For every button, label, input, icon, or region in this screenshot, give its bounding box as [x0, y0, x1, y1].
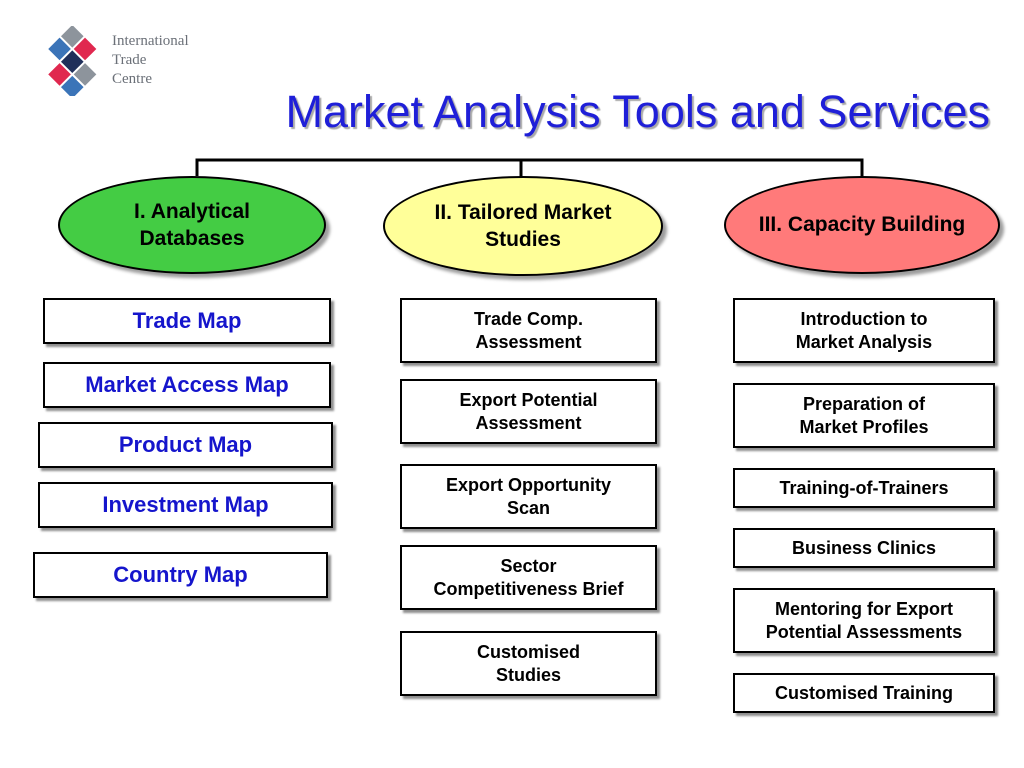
- item-label: Trade Map: [132, 308, 242, 334]
- itc-logo-mark-icon: [48, 26, 97, 96]
- logo-line-1: International: [112, 33, 189, 49]
- item-customised-training[interactable]: Customised Training: [733, 673, 995, 713]
- item-label: Training-of-Trainers: [779, 477, 949, 498]
- item-label: Business Clinics: [791, 537, 937, 558]
- item-label: Investment Map: [102, 492, 269, 518]
- item-label: Customised Studies: [476, 641, 581, 685]
- item-label: Trade Comp. Assessment: [473, 308, 584, 352]
- item-country-map[interactable]: Country Map: [33, 552, 328, 598]
- column-heading-capacity-building: III. Capacity Building: [724, 176, 1000, 274]
- item-label: Preparation of Market Profiles: [799, 393, 929, 437]
- item-export-potential-assessment[interactable]: Export Potential Assessment: [400, 379, 657, 444]
- column-heading-tailored-market-studies: II. Tailored Market Studies: [383, 176, 663, 276]
- item-investment-map[interactable]: Investment Map: [38, 482, 333, 528]
- item-label: Market Access Map: [85, 372, 289, 398]
- item-market-access-map[interactable]: Market Access Map: [43, 362, 331, 408]
- item-label: Introduction to Market Analysis: [795, 308, 933, 352]
- item-label: Sector Competitiveness Brief: [433, 555, 624, 599]
- itc-logo: International Trade Centre: [38, 26, 208, 96]
- item-training-of-trainers[interactable]: Training-of-Trainers: [733, 468, 995, 508]
- column-heading-label: I. Analytical Databases: [134, 199, 250, 250]
- item-export-opportunity-scan[interactable]: Export Opportunity Scan: [400, 464, 657, 529]
- item-sector-competitiveness-brief[interactable]: Sector Competitiveness Brief: [400, 545, 657, 610]
- item-mentoring-for-export-potential-assessments[interactable]: Mentoring for Export Potential Assessmen…: [733, 588, 995, 653]
- page-title: Market Analysis Tools and Services: [285, 86, 991, 137]
- logo-line-2: Trade: [112, 52, 147, 68]
- item-label: Customised Training: [774, 682, 954, 703]
- item-introduction-to-market-analysis[interactable]: Introduction to Market Analysis: [733, 298, 995, 363]
- item-label: Product Map: [118, 432, 253, 458]
- item-trade-comp-assessment[interactable]: Trade Comp. Assessment: [400, 298, 657, 363]
- item-product-map[interactable]: Product Map: [38, 422, 333, 468]
- item-label: Export Potential Assessment: [459, 389, 598, 433]
- logo-line-3: Centre: [112, 71, 152, 87]
- item-business-clinics[interactable]: Business Clinics: [733, 528, 995, 568]
- item-trade-map[interactable]: Trade Map: [43, 298, 331, 344]
- item-label: Export Opportunity Scan: [446, 474, 611, 518]
- column-heading-label: II. Tailored Market Studies: [434, 200, 612, 251]
- item-label: Country Map: [113, 562, 248, 588]
- item-preparation-of-market-profiles[interactable]: Preparation of Market Profiles: [733, 383, 995, 448]
- item-label: Mentoring for Export Potential Assessmen…: [765, 598, 963, 642]
- column-heading-analytical-databases: I. Analytical Databases: [58, 176, 326, 274]
- logo-wordmark: International Trade Centre: [112, 32, 189, 89]
- item-customised-studies[interactable]: Customised Studies: [400, 631, 657, 696]
- column-heading-label: III. Capacity Building: [758, 213, 966, 237]
